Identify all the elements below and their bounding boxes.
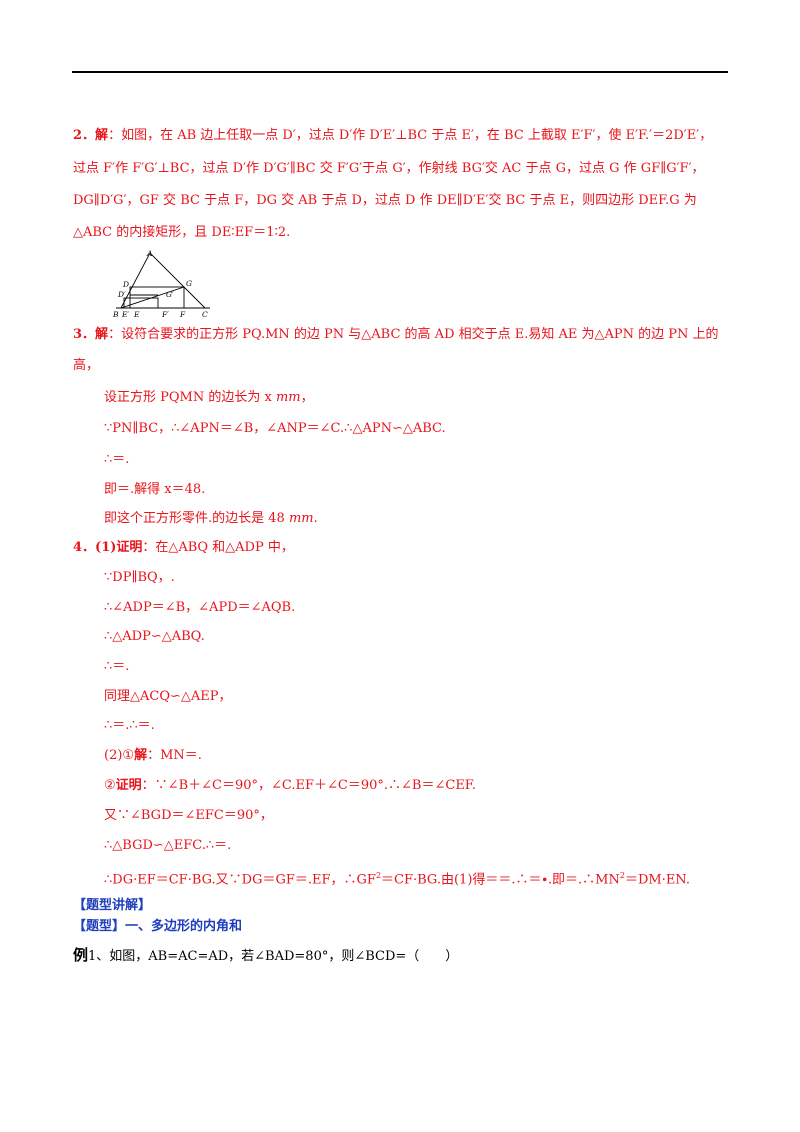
- problem4-text12c: ＝DM·EN.: [624, 872, 690, 888]
- problem3-text3-end: ，: [300, 390, 314, 405]
- problem4-part2: (2)①: [104, 748, 135, 763]
- problem2-label: 解: [95, 128, 109, 143]
- problem4-proof-text: ：∵∠B＋∠C＝90°，∠C.EF＋∠C＝90°.∴∠B＝∠CEF.: [141, 778, 476, 793]
- problem4-text12a: ∴DG·EF＝CF·BG.又∵DG＝GF＝.EF，∴GF: [104, 872, 376, 888]
- label-e: E: [133, 310, 140, 319]
- problem3-text3: 设正方形 PQMN 的边长为 x: [104, 390, 276, 405]
- ray-bg: [120, 286, 185, 309]
- rect-dpefpgp: [123, 297, 159, 309]
- label-g-prime: G′: [166, 290, 174, 299]
- problem4-line6: 同理△ACQ∽△AEP，: [104, 689, 232, 704]
- problem3-line6: 即＝.解得 x＝48.: [104, 482, 206, 497]
- problem4-line12: ∴DG·EF＝CF·BG.又∵DG＝GF＝.EF，∴GF2＝CF·BG.由(1)…: [104, 868, 690, 888]
- problem3-line4: ∵PN∥BC，∴∠APN＝∠B，∠ANP＝∠C.∴△APN∽△ABC.: [104, 421, 446, 436]
- problem3-text7: 即这个正方形零件.的边长是 48: [104, 511, 289, 526]
- header-rule: [72, 71, 728, 73]
- problem3-number: 3．: [73, 327, 96, 342]
- problem4-text1: ：在△ABQ 和△ADP 中，: [142, 540, 294, 555]
- unit-mm: mm: [275, 390, 301, 405]
- problem2-line2: 过点 F′作 F′G′⊥BC，过点 D′作 D′G′∥BC 交 F′G′于点 G…: [73, 161, 705, 176]
- label-g: G: [186, 279, 192, 288]
- problem4-line9: ②证明：∵∠B＋∠C＝90°，∠C.EF＋∠C＝90°.∴∠B＝∠CEF.: [104, 778, 476, 794]
- problem2-line1: 2．解：如图，在 AB 边上任取一点 D′，过点 D′作 D′E′⊥BC 于点 …: [73, 128, 712, 144]
- problem4-part2-label: 解: [134, 748, 148, 763]
- label-d-prime: D′: [117, 290, 126, 299]
- problem3-line1: 3．解：设符合要求的正方形 PQ.MN 的边 PN 与△ABC 的高 AD 相交…: [73, 327, 719, 343]
- problem4-line10: 又∵∠BGD＝∠EFC＝90°，: [104, 808, 273, 823]
- section-type-bracket: 【题型】: [73, 919, 126, 934]
- label-b: B: [112, 310, 119, 319]
- problem4-line4: ∴△ADP∽△ABQ.: [104, 629, 205, 644]
- problem4-line5: ∴＝.: [104, 659, 130, 674]
- problem4-line1: 4．(1)证明：在△ABQ 和△ADP 中，: [73, 540, 294, 556]
- unit-mm-2: mm: [288, 511, 314, 526]
- problem4-part2-text: ：MN＝.: [147, 748, 202, 763]
- problem3-line5: ∴＝.: [104, 452, 130, 467]
- side-ab: [120, 252, 151, 309]
- problem3-line7: 即这个正方形零件.的边长是 48 mm.: [104, 511, 318, 527]
- problem4-label: (1)证明: [95, 540, 143, 555]
- problem3-line3: 设正方形 PQMN 的边长为 x mm，: [104, 390, 314, 406]
- problem3-text7-end: .: [313, 511, 318, 526]
- problem4-line3: ∴∠ADP＝∠B，∠APD＝∠AQB.: [104, 600, 296, 615]
- problem3-label: 解: [95, 327, 109, 342]
- section-type: 【题型】一、多边形的内角和: [73, 919, 242, 935]
- section-type-title: 一、多边形的内角和: [125, 919, 243, 934]
- problem4-line2: ∵DP∥BQ，.: [104, 570, 175, 585]
- section-explain: 【题型讲解】: [73, 898, 152, 913]
- triangle-figure: A D G D′ G′ B E′ E F′ F C: [112, 249, 210, 319]
- problem4-line11: ∴△BGD∽△EFC.∴＝.: [104, 838, 232, 853]
- problem3-text1: ：设符合要求的正方形 PQ.MN 的边 PN 与△ABC 的高 AD 相交于点 …: [108, 327, 719, 342]
- example1-line: 例1、如图，AB=AC=AD，若∠BAD=80°，则∠BCD=（ ）: [73, 947, 458, 965]
- problem4-text12b: ＝CF·BG.由(1)得＝＝.∴＝∙.即＝.∴MN: [381, 872, 620, 888]
- label-f-prime: F′: [161, 310, 169, 319]
- problem4-line7: ∴＝.∴＝.: [104, 718, 155, 733]
- problem2-line4: △ABC 的内接矩形，且 DE∶EF＝1∶2.: [73, 225, 291, 240]
- example-lead: 例: [73, 946, 89, 964]
- problem4-part2-2: ②: [104, 778, 116, 793]
- label-e-prime: E′: [121, 310, 129, 319]
- label-a: A: [146, 249, 153, 258]
- problem2-line3: DG∥D′G′，GF 交 BC 于点 F，DG 交 AB 于点 D，过点 D 作…: [73, 193, 697, 208]
- label-f: F: [179, 310, 186, 319]
- problem2-text1: ：如图，在 AB 边上任取一点 D′，过点 D′作 D′E′⊥BC 于点 E′，…: [108, 128, 713, 143]
- superscript-2: 2: [375, 871, 382, 880]
- problem4-number: 4．: [73, 540, 96, 555]
- problem4-proof-label: 证明: [115, 778, 142, 793]
- example1-text: 1、如图，AB=AC=AD，若∠BAD=80°，则∠BCD=（ ）: [88, 949, 459, 964]
- label-c: C: [202, 310, 208, 319]
- superscript-2b: 2: [619, 871, 625, 880]
- label-d: D: [122, 280, 129, 289]
- problem4-line8: (2)①解：MN＝.: [104, 748, 202, 764]
- problem3-line2: 高，: [73, 358, 100, 373]
- problem2-number: 2．: [73, 128, 96, 143]
- side-ac: [149, 252, 206, 309]
